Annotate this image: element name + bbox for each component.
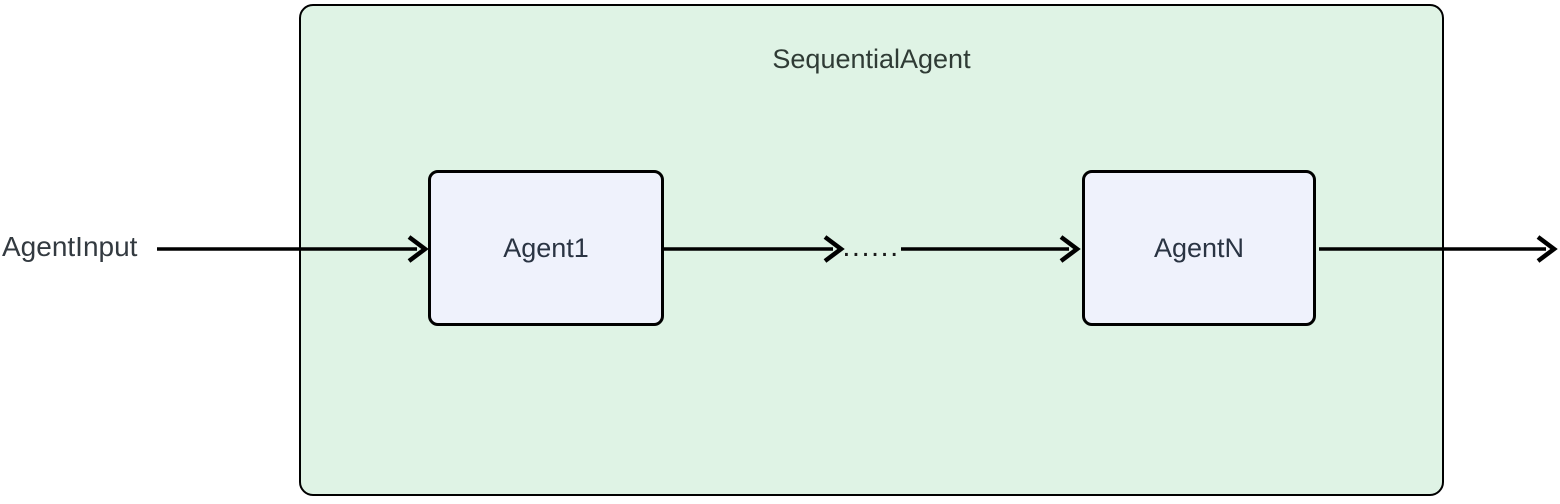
ellipsis-label: ......: [842, 231, 900, 263]
node-agentN-label: AgentN: [1153, 232, 1245, 263]
sequential-agent-title: SequentialAgent: [772, 44, 971, 74]
node-agent1-label: Agent1: [503, 232, 589, 263]
agent-input-label: AgentInput: [2, 231, 138, 262]
node-agentN: AgentN: [1082, 170, 1316, 326]
node-agent1: Agent1: [428, 170, 664, 326]
